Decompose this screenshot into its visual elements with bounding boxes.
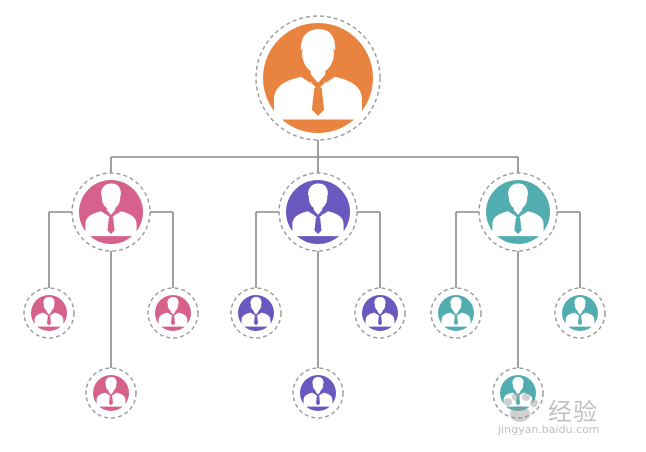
employee-node xyxy=(147,287,199,339)
person-icon xyxy=(503,377,533,407)
person-icon xyxy=(441,297,471,327)
person-icon xyxy=(34,297,64,327)
employee-node xyxy=(430,287,482,339)
person-icon xyxy=(365,297,395,327)
person-icon xyxy=(274,29,362,120)
person-icon xyxy=(565,297,595,327)
employee-node xyxy=(554,287,606,339)
employee-node xyxy=(292,367,344,419)
person-icon xyxy=(85,183,137,237)
person-icon xyxy=(492,183,544,237)
manager-node xyxy=(278,172,358,252)
paw-icon xyxy=(504,393,538,422)
person-icon xyxy=(303,377,333,407)
manager-node xyxy=(478,172,558,252)
watermark-text: 经验 xyxy=(548,398,598,426)
employee-node xyxy=(492,367,544,419)
watermark-url: jingyan.baidu.com xyxy=(498,423,600,436)
manager-node xyxy=(71,172,151,252)
person-icon xyxy=(241,297,271,327)
root-node xyxy=(255,15,381,141)
employee-node xyxy=(85,367,137,419)
person-icon xyxy=(292,183,344,237)
connector-lines xyxy=(48,140,581,368)
employee-node xyxy=(354,287,406,339)
org-nodes xyxy=(23,15,606,419)
person-icon xyxy=(96,377,126,407)
employee-node xyxy=(230,287,282,339)
person-icon xyxy=(158,297,188,327)
employee-node xyxy=(23,287,75,339)
